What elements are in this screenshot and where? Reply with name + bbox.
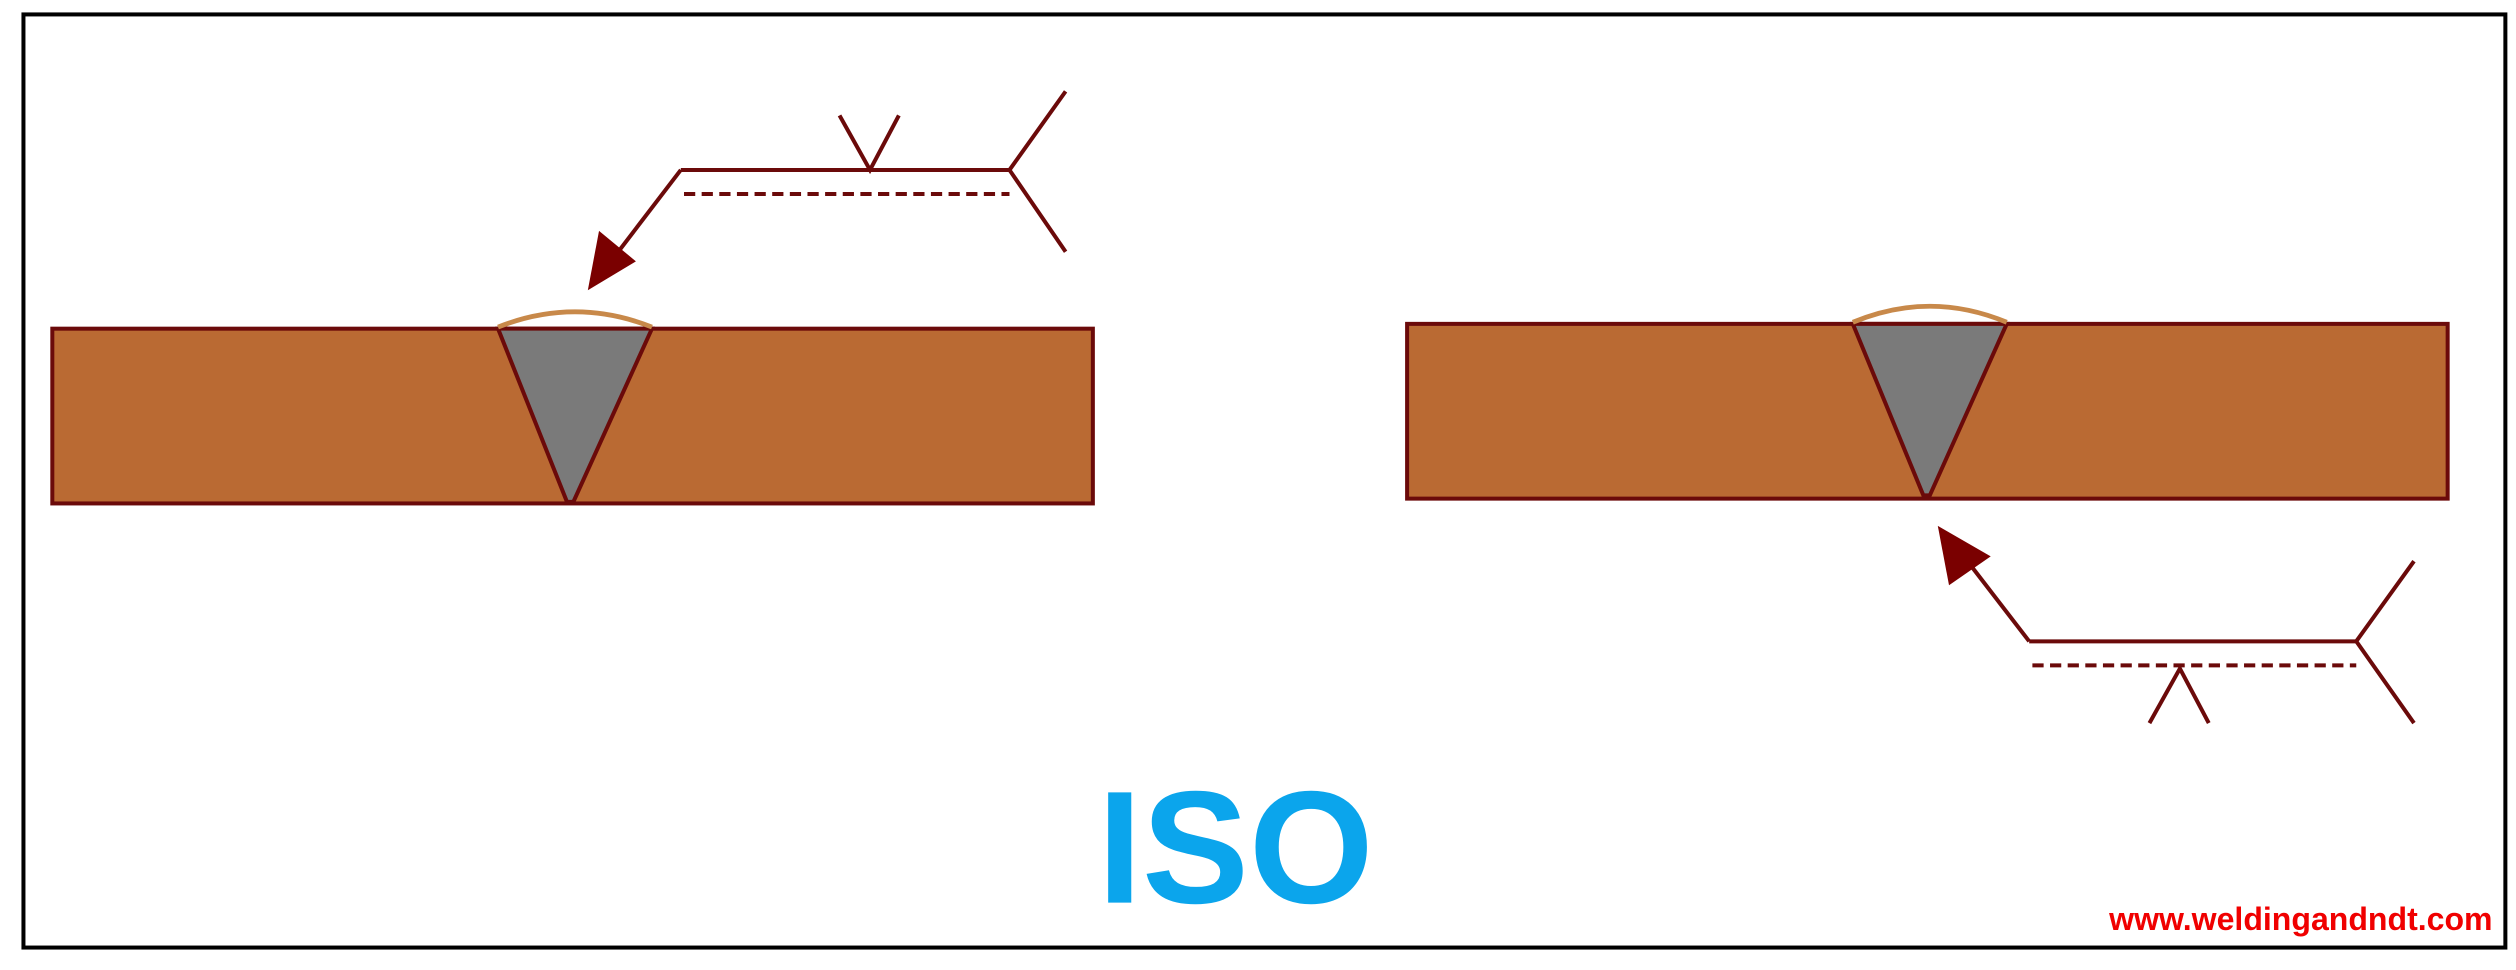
- right-arrowhead: [1937, 525, 1991, 586]
- right-tail: [2353, 559, 2416, 725]
- right-v-groove-symbol: [2147, 664, 2211, 725]
- website-watermark: www.weldingandndt.com: [2108, 901, 2492, 937]
- left-weld-joint: [50, 309, 1095, 506]
- standard-title: ISO: [1097, 758, 1373, 937]
- left-tail: [1007, 90, 1068, 253]
- right-weld-cap: [1851, 303, 2008, 325]
- right-weld-joint: [1405, 303, 2450, 501]
- left-v-groove-symbol: [837, 114, 901, 175]
- right-weld-symbol: [1937, 525, 2416, 725]
- right-weld-groove: [1849, 321, 2010, 498]
- left-arrowhead: [587, 230, 636, 291]
- left-weld-symbol: [587, 90, 1068, 291]
- left-weld-groove: [495, 326, 656, 504]
- left-weld-cap: [497, 309, 653, 330]
